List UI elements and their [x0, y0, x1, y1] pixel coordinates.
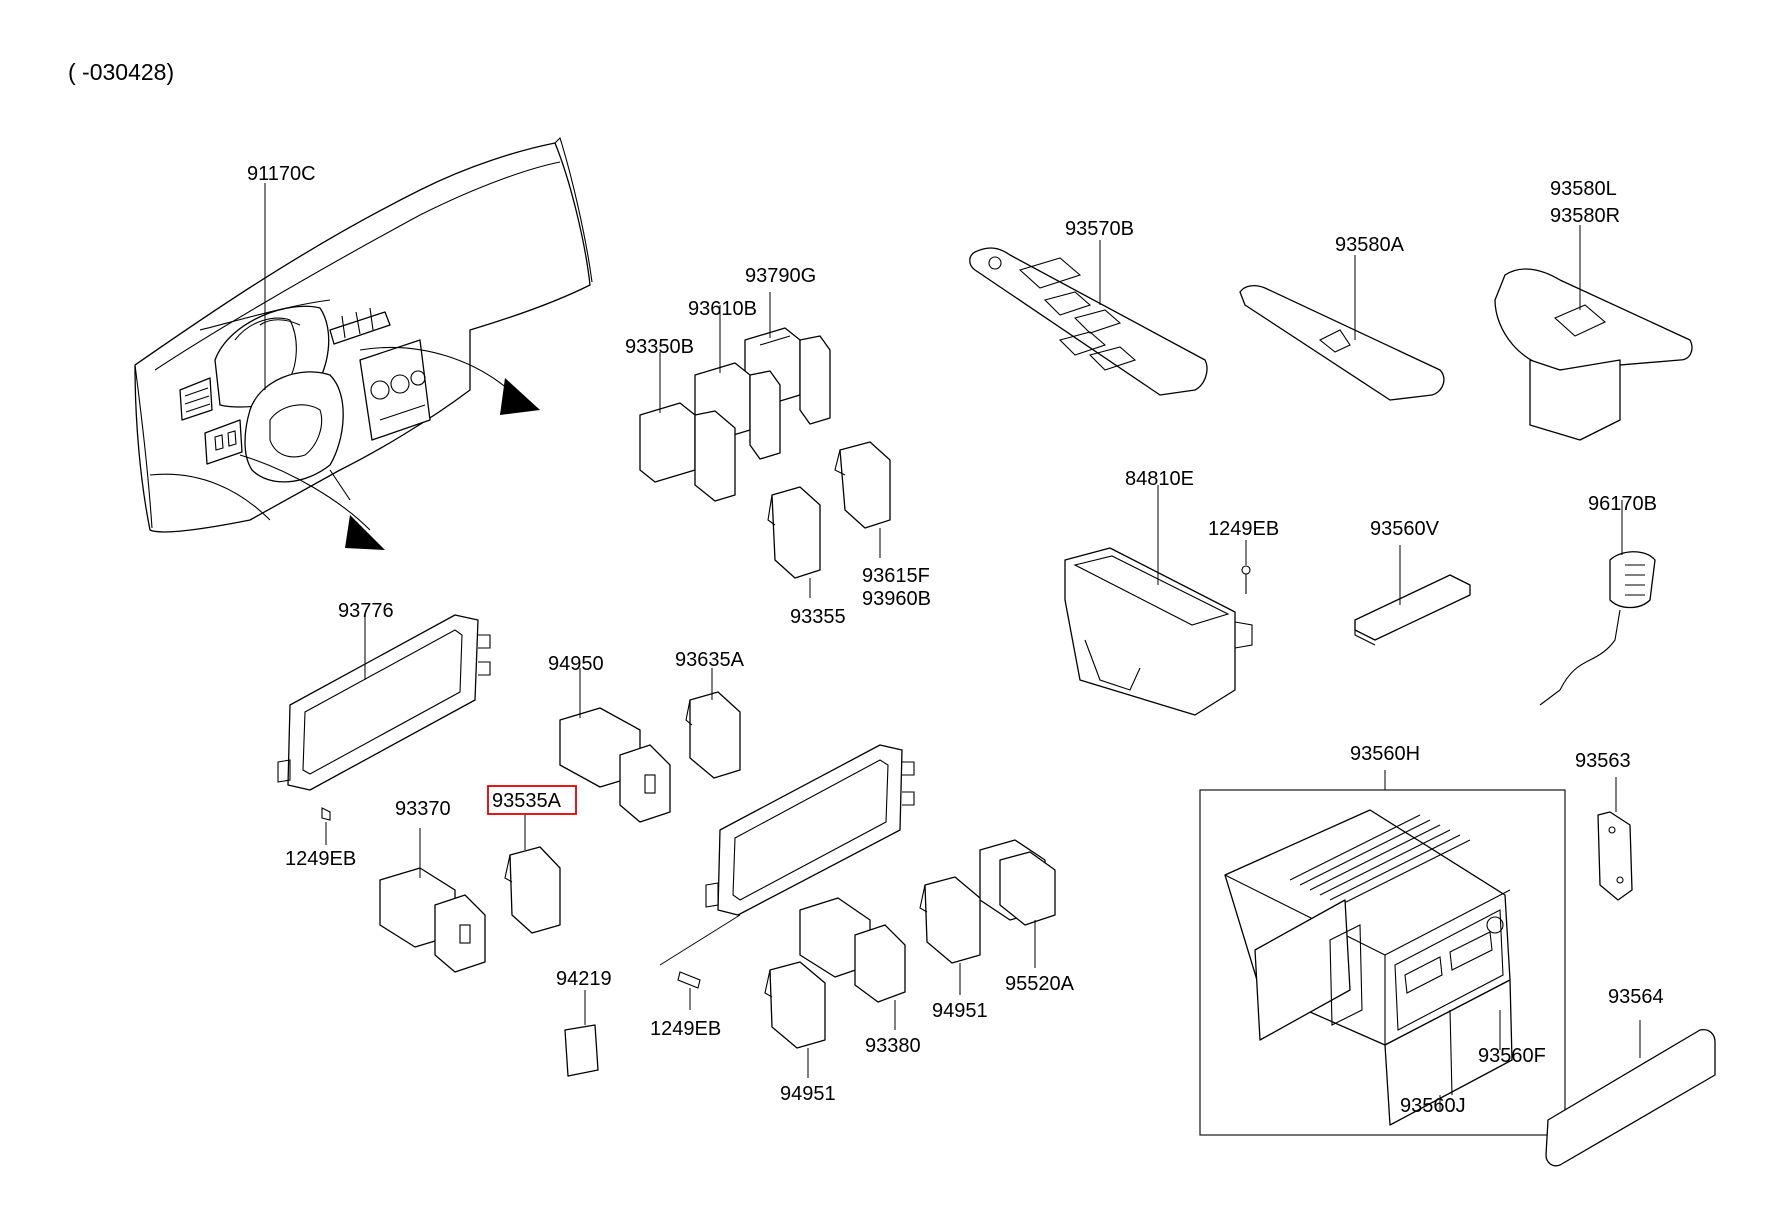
part-label-93570B: 93570B: [1065, 218, 1134, 240]
part-label-93635A: 93635A: [675, 649, 745, 671]
part-label-94219: 94219: [556, 968, 612, 990]
part-label-95520A: 95520A: [1005, 973, 1075, 995]
part-label-94950: 94950: [548, 653, 604, 675]
part-label-94951-left: 94951: [780, 1083, 836, 1105]
switch-cluster-top: [639, 292, 891, 598]
part-label-93610B: 93610B: [688, 298, 757, 320]
part-label-93535A: 93535A: [492, 790, 562, 812]
part-labels: 91170C 93790G 93610B 93350B 93615F 93960…: [247, 163, 1664, 1117]
lower-left-components: [277, 614, 741, 1077]
date-code: ( -030428): [68, 59, 174, 85]
part-label-93564: 93564: [1608, 986, 1664, 1008]
part-label-93580A: 93580A: [1335, 234, 1405, 256]
part-label-93960B: 93960B: [862, 588, 931, 610]
dashboard-illustration: [134, 136, 593, 550]
part-label-93560J: 93560J: [1400, 1095, 1466, 1117]
part-label-93563: 93563: [1575, 750, 1631, 772]
part-label-1249EB-left: 1249EB: [285, 848, 356, 870]
part-label-93350B: 93350B: [625, 336, 694, 358]
part-label-93776: 93776: [338, 600, 394, 622]
part-label-94951-right: 94951: [932, 1000, 988, 1022]
part-label-91170C: 91170C: [247, 163, 316, 185]
part-label-93560F: 93560F: [1478, 1045, 1546, 1067]
window-switches: [969, 225, 1693, 441]
part-label-93580L: 93580L: [1550, 178, 1617, 200]
highlight-box: [487, 785, 577, 815]
part-label-1249EB-top: 1249EB: [1208, 518, 1279, 540]
part-label-93380: 93380: [865, 1035, 921, 1057]
bracket-and-cover: [1545, 777, 1716, 1167]
part-label-93370: 93370: [395, 798, 451, 820]
part-label-96170B: 96170B: [1588, 493, 1657, 515]
part-label-84810E: 84810E: [1125, 468, 1194, 490]
audio-unit: [1199, 770, 1566, 1136]
part-label-93355: 93355: [790, 606, 846, 628]
part-label-93615F: 93615F: [862, 565, 930, 587]
part-label-93560V: 93560V: [1370, 518, 1440, 540]
part-label-1249EB-middle: 1249EB: [650, 1018, 721, 1040]
lower-middle-components: [659, 744, 1056, 1078]
cupholder-and-misc: [1064, 485, 1656, 716]
part-label-93560H: 93560H: [1350, 743, 1420, 765]
part-label-93790G: 93790G: [745, 265, 816, 287]
part-label-93580R: 93580R: [1550, 205, 1620, 227]
